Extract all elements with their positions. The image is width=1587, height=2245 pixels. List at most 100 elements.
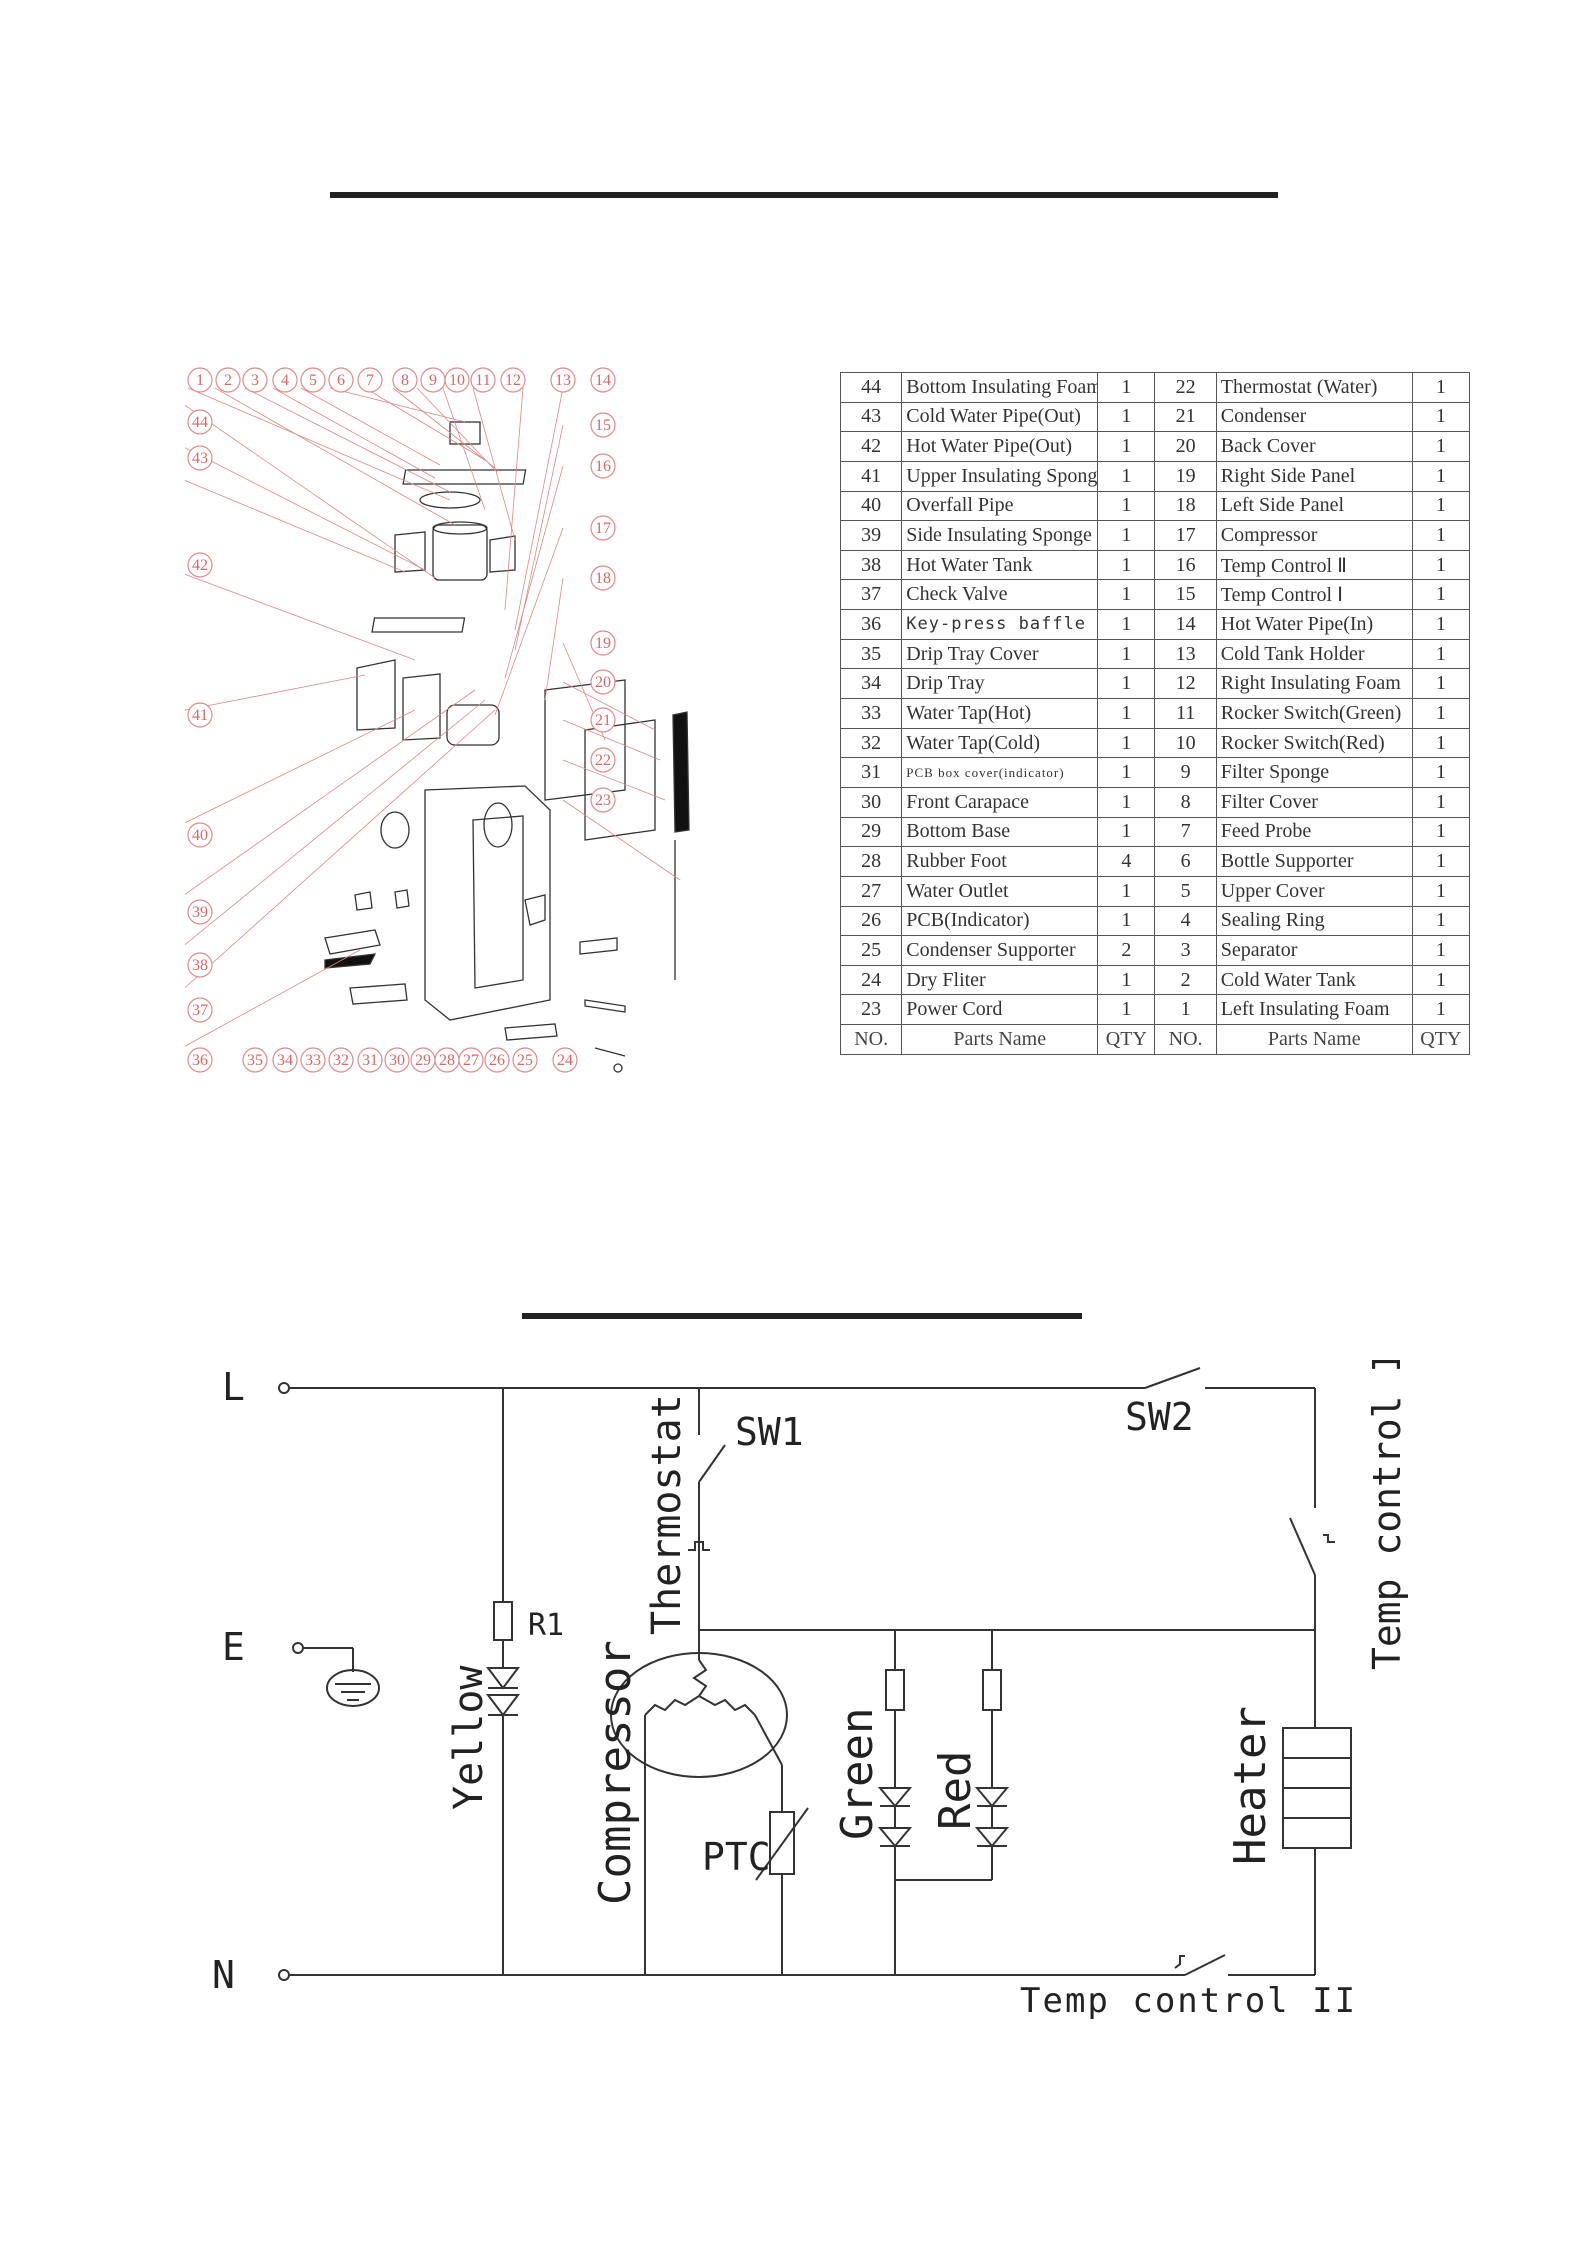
callout-39: 39 <box>187 899 213 925</box>
part-qty: 1 <box>1097 727 1156 759</box>
callout-6: 6 <box>328 367 354 393</box>
column-header-qty: QTY <box>1097 1024 1156 1055</box>
part-qty: 1 <box>1097 757 1156 788</box>
callout-label: 12 <box>505 372 521 389</box>
part-qty: 1 <box>1411 727 1471 759</box>
part-number: 4 <box>1154 905 1217 937</box>
callout-33: 33 <box>300 1047 326 1073</box>
label-sw1: SW1 <box>735 1410 804 1454</box>
part-qty: 1 <box>1097 994 1156 1026</box>
wiring-diagram: L E N SW1 SW2 R1 Yellow Thermostat Compr… <box>212 1360 1409 2021</box>
callout-11: 11 <box>470 367 496 393</box>
callout-label: 24 <box>557 1052 573 1069</box>
part-name: Upper Insulating Sponge <box>901 460 1099 492</box>
callout-24: 24 <box>552 1047 578 1073</box>
label-ptc: PTC <box>702 1835 771 1879</box>
part-name: Cold Water Pipe(Out) <box>901 401 1099 433</box>
part-number: 26 <box>839 905 903 937</box>
callout-label: 23 <box>595 792 611 809</box>
callout-label: 9 <box>429 372 437 389</box>
part-name: Rubber Foot <box>901 846 1099 877</box>
callout-label: 35 <box>247 1052 263 1069</box>
part-qty: 1 <box>1411 372 1471 403</box>
callout-34: 34 <box>272 1047 298 1073</box>
callout-13: 13 <box>550 367 576 393</box>
label-heater: Heater <box>1225 1706 1276 1865</box>
callout-26: 26 <box>484 1047 510 1073</box>
part-number: 22 <box>1154 372 1217 403</box>
part-qty: 1 <box>1097 431 1156 462</box>
part-name: PCB(Indicator) <box>901 905 1099 937</box>
label-red: Red <box>930 1751 981 1830</box>
callout-18: 18 <box>590 565 616 591</box>
callout-label: 17 <box>595 520 611 537</box>
callout-label: 20 <box>595 674 611 691</box>
part-number: 7 <box>1154 816 1217 848</box>
part-number: 21 <box>1154 401 1217 433</box>
section-rule-middle <box>522 1313 1082 1319</box>
callout-3: 3 <box>242 367 268 393</box>
part-qty: 1 <box>1411 460 1471 492</box>
callout-label: 44 <box>192 414 208 431</box>
exploded-parts-drawing <box>324 421 690 1073</box>
callout-label: 19 <box>595 635 611 652</box>
callout-16: 16 <box>590 453 616 479</box>
wire-label-N: N <box>212 1953 235 1997</box>
callout-4: 4 <box>272 367 298 393</box>
part-number: 19 <box>1154 460 1217 492</box>
part-qty: 1 <box>1411 786 1471 818</box>
callout-label: 13 <box>555 372 571 389</box>
callout-label: 8 <box>401 372 409 389</box>
part-qty: 1 <box>1411 816 1471 848</box>
part-name: Dry Fliter <box>901 964 1099 996</box>
callout-label: 29 <box>415 1052 431 1069</box>
part-number: 28 <box>839 846 903 877</box>
part-name: Cold Tank Holder <box>1215 638 1413 670</box>
part-name: Separator <box>1215 935 1413 966</box>
part-qty: 1 <box>1097 816 1156 848</box>
callout-label: 42 <box>192 557 208 574</box>
callout-label: 40 <box>192 827 208 844</box>
callout-label: 34 <box>277 1052 293 1069</box>
part-qty: 1 <box>1411 490 1471 522</box>
callout-label: 37 <box>192 1002 208 1019</box>
part-qty: 1 <box>1411 579 1471 611</box>
label-thermostat: Thermostat <box>644 1394 690 1635</box>
callout-label: 4 <box>281 372 289 389</box>
callout-25: 25 <box>512 1047 538 1073</box>
part-name: Left Side Panel <box>1215 490 1413 522</box>
part-number: 34 <box>839 668 903 700</box>
callout-29: 29 <box>410 1047 436 1073</box>
callout-12: 12 <box>500 367 526 393</box>
callout-9: 9 <box>420 367 446 393</box>
callout-41: 41 <box>187 702 213 728</box>
part-number: 44 <box>839 372 903 403</box>
part-number: 33 <box>839 698 903 729</box>
circuit-lines <box>278 1367 1352 1981</box>
part-qty: 1 <box>1097 549 1156 581</box>
part-number: 13 <box>1154 638 1217 670</box>
callout-15: 15 <box>590 412 616 438</box>
callout-label: 30 <box>389 1052 405 1069</box>
column-header-name: Parts Name <box>1215 1024 1413 1055</box>
part-qty: 4 <box>1097 846 1156 877</box>
part-qty: 2 <box>1097 935 1156 966</box>
part-name: Cold Water Tank <box>1215 964 1413 996</box>
part-qty: 1 <box>1411 846 1471 877</box>
callout-label: 5 <box>309 372 317 389</box>
part-name: Check Valve <box>901 579 1099 611</box>
part-qty: 1 <box>1097 905 1156 937</box>
part-qty: 1 <box>1097 875 1156 907</box>
callout-7: 7 <box>357 367 383 393</box>
part-qty: 1 <box>1411 520 1471 551</box>
part-name: Hot Water Tank <box>901 549 1099 581</box>
part-number: 18 <box>1154 490 1217 522</box>
part-qty: 1 <box>1097 372 1156 403</box>
